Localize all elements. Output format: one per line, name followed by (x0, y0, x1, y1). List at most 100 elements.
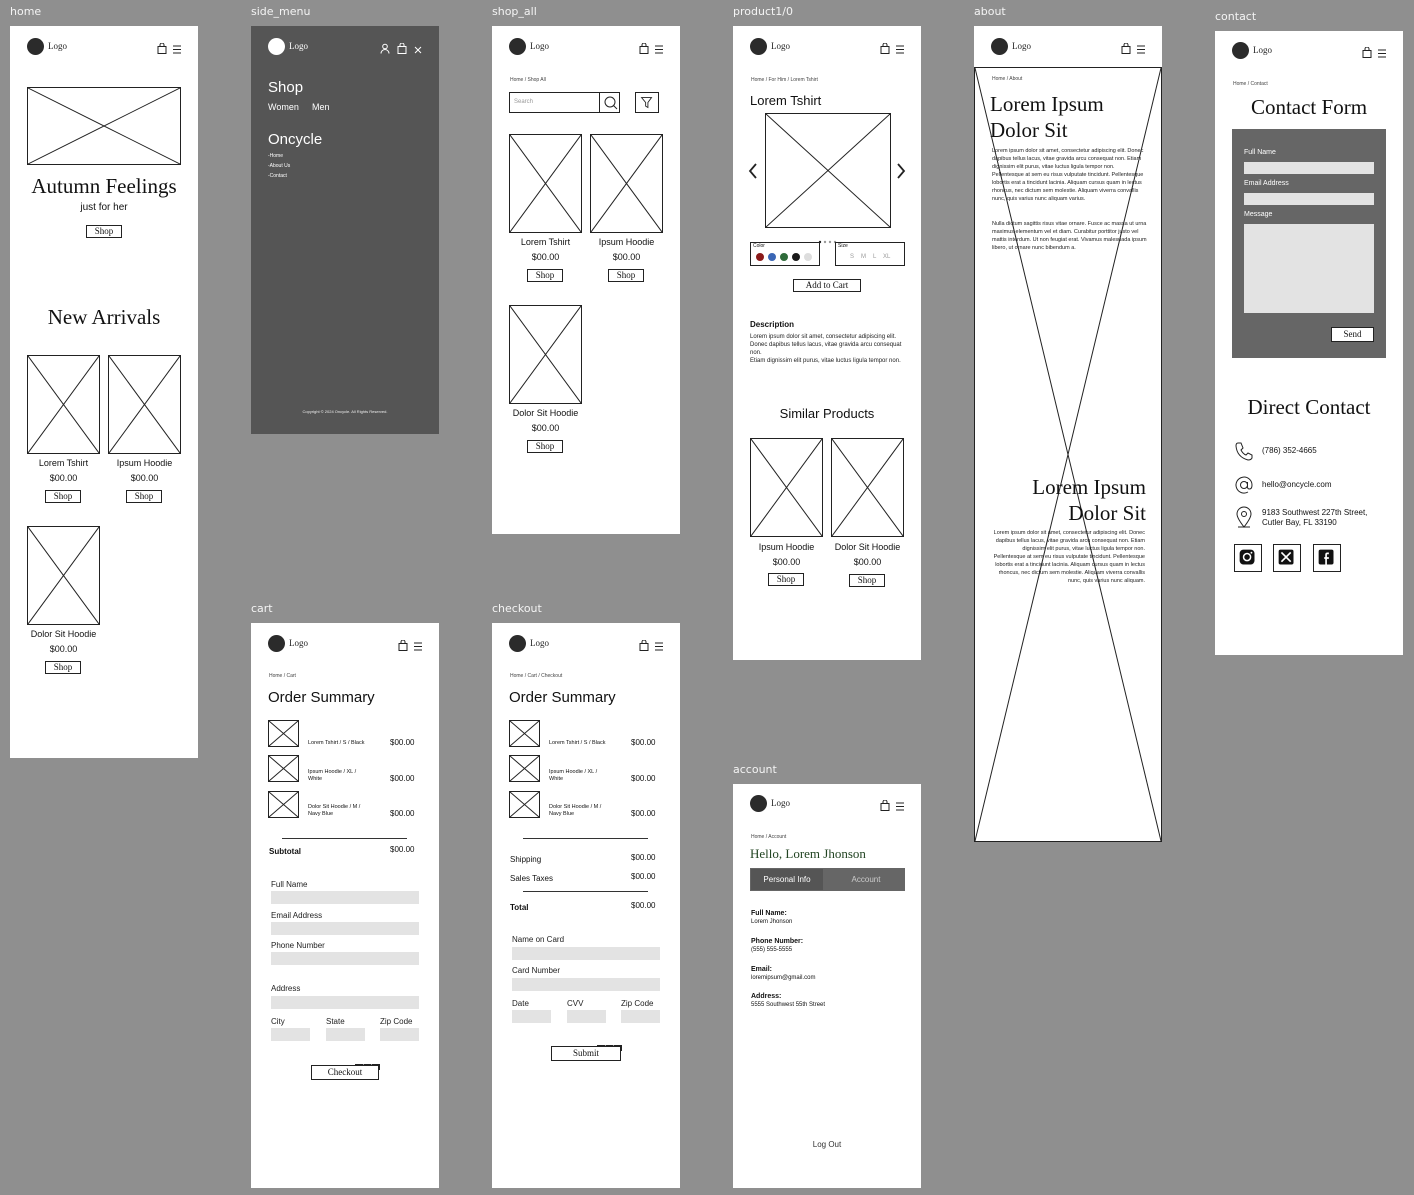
logo-mark[interactable] (991, 38, 1008, 55)
bag-icon[interactable] (1362, 45, 1372, 58)
name-on-card-field[interactable] (512, 947, 660, 960)
logo-mark[interactable] (509, 38, 526, 55)
logo-text[interactable]: Logo (289, 638, 308, 648)
shop-button[interactable]: Shop (45, 490, 81, 503)
checkout-button[interactable]: Checkout (311, 1065, 379, 1080)
phone-field[interactable] (271, 952, 419, 965)
logo-text[interactable]: Logo (1253, 45, 1272, 55)
bag-icon[interactable] (397, 41, 407, 54)
bag-icon[interactable] (880, 41, 890, 54)
breadcrumb[interactable]: Home / Shop All (510, 77, 546, 83)
color-selector[interactable]: Color (750, 242, 820, 266)
product-name[interactable]: Ipsum Hoodie (758, 542, 815, 552)
color-swatch[interactable] (768, 253, 776, 261)
date-field[interactable] (512, 1010, 551, 1023)
logo-mark[interactable] (268, 635, 285, 652)
tab-account[interactable]: Account (851, 875, 881, 884)
logo-text[interactable]: Logo (530, 638, 549, 648)
size-option-m[interactable]: M (861, 254, 866, 260)
chevron-right-icon[interactable] (895, 162, 907, 180)
filter-icon[interactable] (635, 92, 659, 113)
message-field[interactable] (1244, 224, 1374, 313)
color-swatches[interactable] (756, 253, 816, 262)
card-number-field[interactable] (512, 978, 660, 991)
shop-button[interactable]: Shop (45, 661, 81, 674)
email-field[interactable] (1244, 193, 1374, 205)
bag-icon[interactable] (398, 638, 408, 651)
logo-text[interactable]: Logo (771, 798, 790, 808)
product-image-placeholder[interactable] (509, 134, 582, 233)
product-image-placeholder[interactable] (750, 438, 823, 537)
logo-mark[interactable] (750, 795, 767, 812)
shop-button[interactable]: Shop (126, 490, 162, 503)
product-name[interactable]: Lorem Tshirt (38, 458, 89, 468)
menu-icon[interactable] (895, 799, 905, 811)
menu-link-home[interactable]: -Home (268, 153, 284, 159)
tab-personal-info[interactable]: Personal Info (751, 869, 823, 890)
menu-icon[interactable] (1377, 46, 1387, 58)
color-swatch[interactable] (780, 253, 788, 261)
product-image-placeholder[interactable] (831, 438, 904, 537)
product-name[interactable]: Ipsum Hoodie (116, 458, 173, 468)
menu-link-about[interactable]: -About Us (268, 163, 291, 169)
add-to-cart-button[interactable]: Add to Cart (793, 279, 861, 292)
product-name[interactable]: Dolor Sit Hoodie (834, 542, 901, 552)
product-image-placeholder[interactable] (509, 305, 582, 404)
logo-text[interactable]: Logo (289, 41, 308, 51)
full-name-field[interactable] (1244, 162, 1374, 174)
shop-heading[interactable]: Shop (268, 79, 304, 96)
menu-link-contact[interactable]: -Contact (268, 173, 287, 179)
breadcrumb[interactable]: Home / For Him / Lorem Tshirt (751, 77, 818, 83)
shop-button[interactable]: Shop (849, 574, 885, 587)
product-name[interactable]: Dolor Sit Hoodie (30, 629, 97, 639)
logo-mark[interactable] (750, 38, 767, 55)
breadcrumb[interactable]: Home / Cart / Checkout (510, 673, 563, 679)
menu-icon[interactable] (654, 42, 664, 54)
bag-icon[interactable] (639, 638, 649, 651)
bag-icon[interactable] (639, 41, 649, 54)
zip-field[interactable] (380, 1028, 419, 1041)
bag-icon[interactable] (1121, 41, 1131, 54)
cvv-field[interactable] (567, 1010, 606, 1023)
size-selector[interactable]: Size S M L XL (835, 242, 905, 266)
shop-button[interactable]: Shop (527, 440, 563, 453)
phone-number[interactable]: (786) 352-4665 (1262, 446, 1317, 455)
product-image-placeholder[interactable] (27, 355, 100, 454)
logo-mark[interactable] (27, 38, 44, 55)
zip-field[interactable] (621, 1010, 660, 1023)
logo-text[interactable]: Logo (48, 41, 67, 51)
product-name[interactable]: Dolor Sit Hoodie (512, 408, 579, 418)
product-image-placeholder[interactable] (590, 134, 663, 233)
shop-button[interactable]: Shop (768, 573, 804, 586)
product-image-placeholder[interactable] (27, 526, 100, 625)
search-icon[interactable] (599, 93, 620, 112)
breadcrumb[interactable]: Home / Contact (1233, 81, 1268, 87)
logo-mark[interactable] (509, 635, 526, 652)
size-option-l[interactable]: L (873, 254, 877, 260)
carousel-dots[interactable] (818, 231, 840, 244)
user-icon[interactable] (380, 41, 390, 54)
search-input[interactable]: Search (509, 92, 620, 113)
product-name[interactable]: Lorem Tshirt (520, 237, 571, 247)
breadcrumb[interactable]: Home / Cart (269, 673, 296, 679)
color-swatch[interactable] (756, 253, 764, 261)
state-field[interactable] (326, 1028, 365, 1041)
menu-link-women[interactable]: Women (268, 102, 299, 112)
send-button[interactable]: Send (1331, 327, 1374, 342)
color-swatch[interactable] (792, 253, 800, 261)
submit-button[interactable]: Submit (551, 1046, 621, 1061)
shop-button[interactable]: Shop (527, 269, 563, 282)
menu-icon[interactable] (654, 639, 664, 651)
breadcrumb[interactable]: Home / Account (751, 834, 787, 840)
product-name[interactable]: Ipsum Hoodie (598, 237, 655, 247)
logo-text[interactable]: Logo (530, 41, 549, 51)
city-field[interactable] (271, 1028, 310, 1041)
bag-icon[interactable] (157, 41, 167, 54)
facebook-icon[interactable] (1313, 544, 1341, 572)
x-twitter-icon[interactable] (1273, 544, 1301, 572)
color-swatch[interactable] (804, 253, 812, 261)
close-icon[interactable] (413, 42, 423, 54)
size-option-s[interactable]: S (850, 254, 855, 260)
menu-icon[interactable] (413, 639, 423, 651)
logo-mark[interactable] (268, 38, 285, 55)
